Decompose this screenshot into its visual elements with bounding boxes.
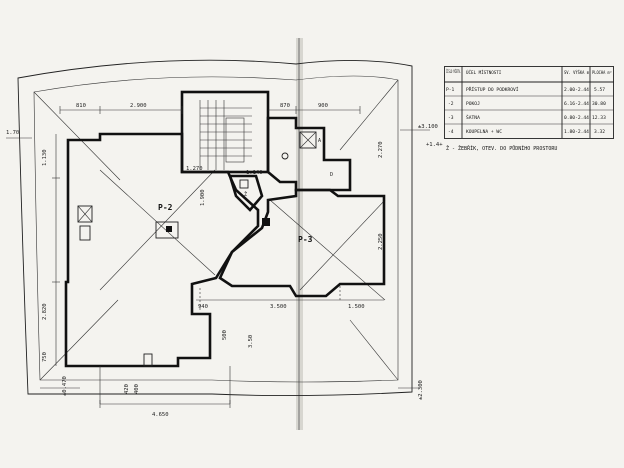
dim-right-top: ±3.100 [418,124,438,130]
row-4-area: 3.32 [594,129,605,135]
dim-inner-d: 2.270 [378,141,384,158]
row-1-no: P-1 [446,87,455,93]
dim-bottom-small: 940 [198,304,208,310]
row-2-height: 6.16-2.44 [564,101,589,107]
dim-bottom-total: 4.650 [152,412,169,418]
col-header-area: PLOCHA m² [592,70,612,75]
dim-left-bottom: ±0.470 [62,376,68,396]
room-label-p3: P-3 [298,235,313,244]
dim-right-label: +1.4+ [426,142,443,148]
chimney-p3 [262,218,270,226]
dim-left-c: 750 [42,352,48,362]
dim-top-left: 810 [76,103,86,109]
legend-note: Ž - ŽEBŘÍK, OTEV. DO PŮDNÍHO PROSTORU [446,144,557,152]
row-1-area: 5.57 [594,87,605,93]
dim-bottom-right: 1.500 [348,304,365,310]
dim-top-mid: 2.900 [130,103,147,109]
dim-right-bottom: ±2.300 [418,380,424,400]
dim-inner-c: 1.140 [246,170,263,176]
dim-left-a: 1.130 [42,149,48,166]
chimney-p2 [155,221,179,239]
row-1-height: 2.00-2.44 [564,87,589,93]
door-mark: D [330,172,333,178]
row-4-name: KOUPELNA + WC [466,129,502,135]
area-mark: A [318,138,321,144]
dim-inner-a: 1.270 [186,166,203,172]
dim-inner-b: 1.900 [200,189,206,206]
dim-bottom-b: 400 [134,384,140,394]
page-fold [296,38,303,430]
row-4-no: -4 [448,129,454,135]
dim-mark-b: 3.50 [248,335,254,348]
dimension-lines [6,106,430,408]
row-2-no: -2 [448,101,454,107]
dim-bottom-a: 420 [124,384,130,394]
col-header-no: ČÍSLO MÍSTN. [446,69,461,74]
ladder-mark: Ž [244,190,247,198]
dim-bottom-mid: 3.500 [270,304,287,310]
row-1-name: PŘÍSTUP DO PODKROVÍ [466,85,519,93]
dim-left-b: 2.820 [42,303,48,320]
row-3-area: 12.33 [592,115,606,121]
row-3-no: -3 [448,115,454,121]
dim-top-right-b: 900 [318,103,328,109]
col-header-name: ÚČEL MÍSTNOSTI [466,70,502,75]
row-4-height: 1.80-2.44 [564,129,589,135]
roof-outline [17,59,413,397]
room-label-p2: P-2 [158,203,173,212]
row-3-height: 0.80-2.44 [564,115,589,121]
dim-mark-a: 500 [222,330,228,340]
row-2-area: 30.80 [592,101,606,107]
row-3-name: ŠATNA [466,114,480,121]
stair-treads [199,100,252,170]
room-p4-walls [266,116,352,192]
dim-left-edge: 1.70 [6,130,19,136]
row-2-name: POKOJ [466,101,480,107]
col-header-height: SV. VÝŠKA m [564,70,589,75]
dim-inner-e: 2.250 [378,233,384,250]
dim-top-right-a: 870 [280,103,290,109]
